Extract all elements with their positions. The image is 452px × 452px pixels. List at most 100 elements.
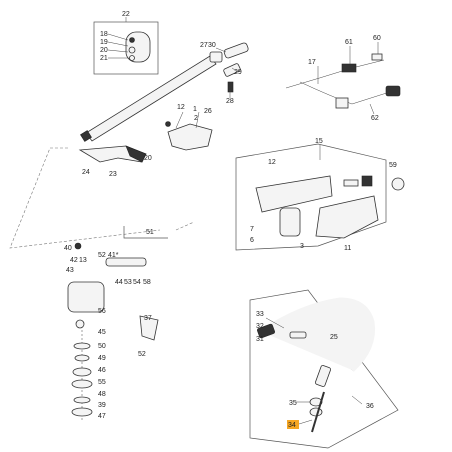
label-37: 37 xyxy=(144,315,152,322)
label-3: 3 xyxy=(300,243,304,250)
label-36: 36 xyxy=(366,403,374,410)
wire-clip xyxy=(335,97,349,109)
label-13: 13 xyxy=(79,257,87,264)
label-59: 59 xyxy=(389,162,397,169)
label-56: 56 xyxy=(98,308,106,315)
label-6: 6 xyxy=(250,237,254,244)
label-44: 44 xyxy=(115,279,123,286)
label-12a: 12 xyxy=(177,104,185,111)
label-21: 21 xyxy=(100,55,108,62)
bushing-46 xyxy=(72,367,92,377)
label-49: 49 xyxy=(98,355,106,362)
label-48: 48 xyxy=(98,391,106,398)
washer-part xyxy=(128,46,136,54)
washer-50 xyxy=(73,342,91,350)
nut-part xyxy=(129,55,135,61)
gear-head xyxy=(67,281,105,313)
stop-button xyxy=(361,175,373,187)
label-42: 42 xyxy=(70,257,78,264)
gearbox-assembly xyxy=(67,221,195,420)
tube-end xyxy=(80,130,92,142)
bolt-part xyxy=(227,81,234,93)
label-31: 31 xyxy=(256,336,264,343)
label-28: 28 xyxy=(226,98,234,105)
bolt-40 xyxy=(74,242,82,250)
clamp-bracket xyxy=(167,123,213,151)
group-22-assembly xyxy=(93,17,159,75)
label-58: 58 xyxy=(143,279,151,286)
label-43: 43 xyxy=(66,267,74,274)
drive-tube-assembly xyxy=(80,42,249,142)
shaft-sleeve xyxy=(315,365,331,387)
screw-part xyxy=(129,37,135,43)
flex-shaft xyxy=(261,299,373,371)
label-1: 1 xyxy=(193,106,197,113)
leader-lines xyxy=(215,42,379,425)
label-55: 55 xyxy=(98,379,106,386)
label-20b: 20 xyxy=(144,155,152,162)
shaft-insert xyxy=(289,331,307,339)
highlight-box xyxy=(287,420,299,429)
nut-39 xyxy=(73,396,91,404)
label-11: 11 xyxy=(344,245,351,252)
cable-terminal xyxy=(371,53,383,61)
label-25: 25 xyxy=(330,334,338,341)
label-7: 7 xyxy=(250,226,254,233)
label-15: 15 xyxy=(315,138,323,145)
group-15-assembly xyxy=(235,143,405,251)
label-39: 39 xyxy=(98,402,106,409)
label-41: 41* xyxy=(108,252,119,259)
label-61: 61 xyxy=(345,39,353,46)
wire-plug xyxy=(385,85,401,97)
label-24: 24 xyxy=(82,169,90,176)
cable-connector xyxy=(341,63,357,73)
label-18: 18 xyxy=(100,31,108,38)
label-17: 17 xyxy=(308,59,316,66)
label-32: 32 xyxy=(256,323,264,330)
label-52a: 52 xyxy=(98,252,106,259)
group-36-assembly xyxy=(249,289,399,449)
label-29: 29 xyxy=(234,69,242,76)
group-15-frame xyxy=(235,143,387,251)
shaft-part xyxy=(105,257,147,267)
label-35: 35 xyxy=(289,400,297,407)
label-50: 50 xyxy=(98,343,106,350)
group-36-frame xyxy=(249,289,399,449)
handle-housing-lower xyxy=(315,195,379,239)
label-60: 60 xyxy=(373,35,381,42)
clamp-screw xyxy=(165,121,171,127)
label-20a: 20 xyxy=(100,47,108,54)
throttle-cable-assembly xyxy=(285,53,401,109)
label-2: 2 xyxy=(194,115,198,122)
label-47: 47 xyxy=(98,413,106,420)
label-40: 40 xyxy=(64,245,72,252)
label-26: 26 xyxy=(204,108,212,115)
switch-part xyxy=(343,179,359,187)
group-51-bracket xyxy=(123,226,168,239)
label-30: 30 xyxy=(208,42,216,49)
lever-37 xyxy=(139,315,159,341)
label-22: 22 xyxy=(122,11,130,18)
o-ring-35b xyxy=(309,407,323,417)
pin-part xyxy=(223,63,241,77)
label-34: 34 xyxy=(288,422,296,429)
grommet-part xyxy=(391,177,405,191)
label-12b: 12 xyxy=(268,159,276,166)
dashed-guide xyxy=(9,147,161,249)
label-46: 46 xyxy=(98,367,106,374)
label-52b: 52 xyxy=(138,351,146,358)
callout-labels: 22 18 19 20 21 27 30 29 28 12 1 2 26 20 … xyxy=(64,11,397,429)
handle-end xyxy=(125,145,147,163)
guard-47 xyxy=(71,407,93,417)
bearing-part xyxy=(75,319,85,329)
label-19: 19 xyxy=(100,39,108,46)
trigger-part xyxy=(279,207,301,237)
label-33: 33 xyxy=(256,311,264,318)
bracket-part xyxy=(209,51,223,63)
handle-housing-upper xyxy=(255,175,333,213)
washer-49 xyxy=(74,354,90,362)
label-53: 53 xyxy=(124,279,132,286)
label-45: 45 xyxy=(98,329,106,336)
